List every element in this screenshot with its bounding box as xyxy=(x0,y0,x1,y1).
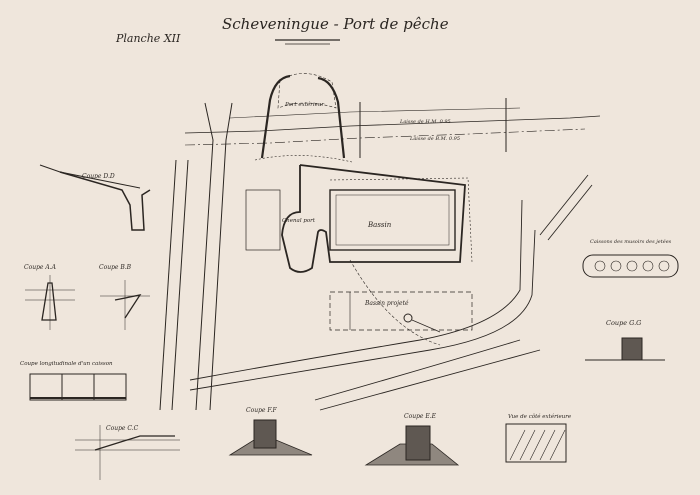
outer-harbour xyxy=(254,73,353,163)
section-cc xyxy=(75,425,180,480)
label-coupe-ee: Coupe E.E xyxy=(404,413,437,420)
label-coupe-ff: Coupe F.F xyxy=(246,407,278,414)
basin xyxy=(281,164,473,273)
section-ee xyxy=(364,425,460,466)
rail-lines xyxy=(189,174,593,411)
label-basse-mer: Laisse de B.M. 0.95 xyxy=(409,136,460,142)
section-caisson xyxy=(29,373,127,401)
label-coupe-aa: Coupe A.A xyxy=(24,264,57,271)
shoreline xyxy=(184,98,601,158)
label-coupe-bb: Coupe B.B xyxy=(99,264,132,271)
label-bassin: Bassin xyxy=(367,221,392,229)
section-dd xyxy=(39,164,151,231)
planche-number: Planche XII xyxy=(115,32,181,45)
label-caissons: Caissons des musoirs des jetées xyxy=(590,238,672,245)
label-haute-mer: Laisse de H.M. 0.95 xyxy=(399,119,451,125)
label-coupe-gg: Coupe G.G xyxy=(606,319,641,327)
projected-basin xyxy=(329,291,473,333)
label-vue-cote: Vue de côté extérieure xyxy=(508,413,572,420)
label-coupe-longitudinale: Coupe longitudinale d'un caisson xyxy=(20,361,113,367)
view-exterior-side xyxy=(505,423,567,463)
section-aa xyxy=(25,275,75,330)
section-bb xyxy=(100,280,150,330)
canal xyxy=(159,102,233,411)
label-coupe-dd: Coupe D.D xyxy=(82,173,115,180)
section-ff xyxy=(228,419,313,456)
quay-area xyxy=(245,189,281,251)
plate-title: Scheveningue - Port de pêche xyxy=(222,15,449,33)
section-gg xyxy=(585,337,665,361)
label-coupe-cc: Coupe C.C xyxy=(106,425,139,432)
label-port-exterieur: Port extérieur xyxy=(284,101,324,108)
label-chenal-port: Chenal port xyxy=(282,218,316,224)
section-caissons xyxy=(582,254,679,278)
label-bassin-projete: Bassin projeté xyxy=(364,300,409,307)
